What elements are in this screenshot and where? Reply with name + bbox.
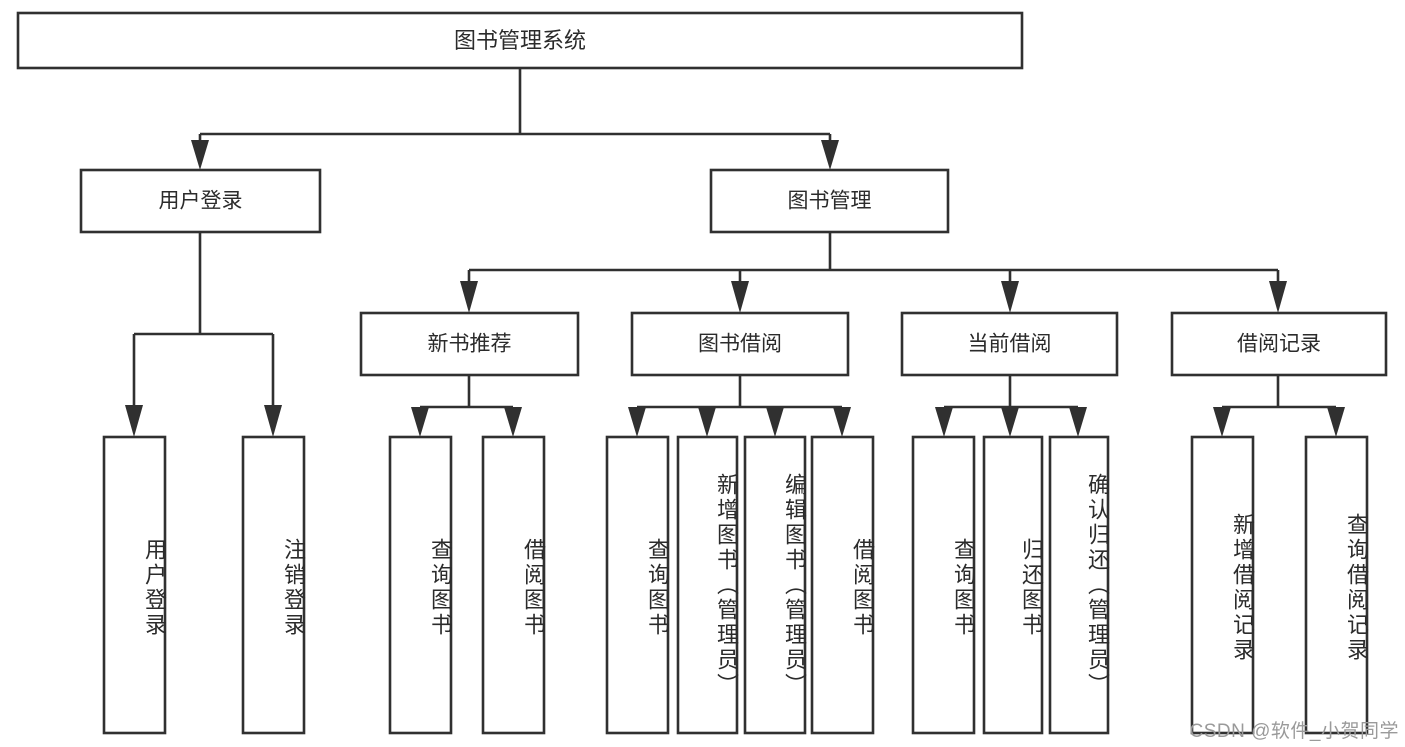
node-current-borrow-label: 当前借阅 bbox=[968, 333, 1052, 356]
leaf-boxes-user-login bbox=[102, 435, 306, 735]
arrowhead-to-borrow-record bbox=[1269, 281, 1287, 313]
arrowhead-to-book-borrow bbox=[731, 281, 749, 313]
arrowhead-leaf-edit-book bbox=[766, 407, 784, 437]
node-book-borrow[interactable]: 图书借阅 bbox=[630, 311, 850, 377]
connector-group-current-borrow bbox=[935, 375, 1087, 437]
leaf-boxes-new-book-recommend bbox=[388, 435, 546, 735]
node-current-borrow-box[interactable] bbox=[900, 311, 1119, 377]
csdn-watermark: CSDN @软件_小贺同学 bbox=[1189, 721, 1399, 742]
node-book-manage[interactable]: 图书管理 bbox=[709, 168, 950, 234]
leaf-query-record-box[interactable] bbox=[1304, 435, 1369, 735]
leaf-query-book-2-box[interactable] bbox=[605, 435, 670, 735]
leaf-borrow-book-1-box[interactable] bbox=[481, 435, 546, 735]
connector-group-book-manage bbox=[460, 232, 1287, 313]
node-user-login-box[interactable] bbox=[79, 168, 322, 234]
arrowhead-leaf-return-book bbox=[1001, 407, 1019, 437]
node-new-book-recommend[interactable]: 新书推荐 bbox=[359, 311, 580, 377]
leaf-add-record-box[interactable] bbox=[1190, 435, 1255, 735]
arrowhead-to-current-borrow bbox=[1001, 281, 1019, 313]
arrowhead-leaf-query-book-1 bbox=[411, 407, 429, 437]
arrowhead-leaf-query-book-2 bbox=[628, 407, 646, 437]
node-book-borrow-label: 图书借阅 bbox=[698, 333, 782, 356]
leaf-boxes-book-borrow bbox=[605, 435, 875, 735]
arrowhead-leaf-borrow-book-2 bbox=[833, 407, 851, 437]
arrowhead-to-book-manage bbox=[821, 140, 839, 170]
connector-group-borrow-record bbox=[1213, 375, 1345, 437]
arrowhead-leaf-borrow-book-1 bbox=[504, 407, 522, 437]
node-new-book-recommend-box[interactable] bbox=[359, 311, 580, 377]
node-book-manage-box[interactable] bbox=[709, 168, 950, 234]
arrowhead-leaf-user-logout bbox=[264, 405, 282, 437]
arrowhead-leaf-add-record bbox=[1213, 407, 1231, 437]
node-book-manage-label: 图书管理 bbox=[788, 190, 872, 213]
arrowhead-leaf-query-book-3 bbox=[935, 407, 953, 437]
connector-group-new-book-recommend bbox=[411, 375, 522, 437]
leaf-edit-book-box[interactable] bbox=[743, 435, 807, 735]
arrowhead-leaf-user-login bbox=[125, 405, 143, 437]
connector-group-book-borrow bbox=[628, 375, 851, 437]
arrowhead-leaf-query-record bbox=[1327, 407, 1345, 437]
leaf-user-login-box[interactable] bbox=[102, 435, 167, 735]
leaf-confirm-return-box[interactable] bbox=[1048, 435, 1110, 735]
node-borrow-record[interactable]: 借阅记录 bbox=[1170, 311, 1388, 377]
leaf-query-book-3-box[interactable] bbox=[911, 435, 976, 735]
arrowhead-leaf-add-book bbox=[698, 407, 716, 437]
node-book-borrow-box[interactable] bbox=[630, 311, 850, 377]
node-root[interactable]: 图书管理系统 bbox=[16, 11, 1024, 70]
arrowhead-leaf-confirm-return bbox=[1069, 407, 1087, 437]
node-new-book-recommend-label: 新书推荐 bbox=[428, 333, 512, 356]
leaf-boxes-borrow-record bbox=[1190, 435, 1369, 735]
leaf-return-book-box[interactable] bbox=[982, 435, 1044, 735]
node-user-login[interactable]: 用户登录 bbox=[79, 168, 322, 234]
node-current-borrow[interactable]: 当前借阅 bbox=[900, 311, 1119, 377]
arrowhead-to-new-book-recommend bbox=[460, 281, 478, 313]
connector-group-user-login bbox=[125, 232, 282, 437]
node-user-login-label: 用户登录 bbox=[159, 190, 243, 213]
node-borrow-record-box[interactable] bbox=[1170, 311, 1388, 377]
node-borrow-record-label: 借阅记录 bbox=[1237, 333, 1321, 356]
leaf-add-book-box[interactable] bbox=[676, 435, 739, 735]
connector-group-root bbox=[191, 68, 839, 170]
leaf-user-logout-box[interactable] bbox=[241, 435, 306, 735]
arrowhead-to-user-login bbox=[191, 140, 209, 170]
leaf-boxes-current-borrow bbox=[911, 435, 1110, 735]
node-root-box[interactable] bbox=[16, 11, 1024, 70]
node-root-label: 图书管理系统 bbox=[454, 28, 586, 53]
leaf-borrow-book-2-box[interactable] bbox=[810, 435, 875, 735]
leaf-query-book-1-box[interactable] bbox=[388, 435, 453, 735]
